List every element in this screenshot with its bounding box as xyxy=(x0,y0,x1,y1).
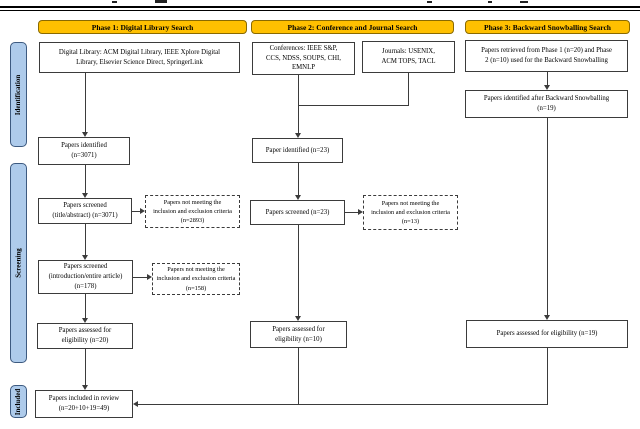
excluded-intro-article-box: Papers not meeting the inclusion and exc… xyxy=(152,263,240,295)
papers-identified-after-snowballing-box: Papers identified after Backward Snowbal… xyxy=(465,90,628,118)
connector-line xyxy=(85,165,86,194)
papers-eligibility-box-phase2: Papers assessed for eligibility (n=10) xyxy=(250,321,347,348)
arrowhead-down xyxy=(294,316,301,321)
connector-line xyxy=(408,73,409,106)
cropped-caption-fragment xyxy=(488,1,492,3)
papers-screened-box-phase2: Papers screened (n=23) xyxy=(250,200,345,225)
arrowhead-right xyxy=(140,207,145,214)
connector-line xyxy=(547,348,548,405)
phase1-header-label: Phase 1: Digital Library Search xyxy=(91,22,194,32)
papers-screened-intro-article-box: Papers screened (introduction/entire art… xyxy=(38,260,133,294)
cropped-caption-fragment xyxy=(112,1,117,3)
stage-identification-label: Identification xyxy=(14,74,23,115)
phase3-header: Phase 3: Backward Snowballing Search xyxy=(465,20,630,34)
arrowhead-down xyxy=(294,133,301,138)
cropped-caption-fragment xyxy=(155,0,167,3)
excluded-box-phase2: Papers not meeting the inclusion and exc… xyxy=(363,195,458,230)
arrowhead-down xyxy=(543,85,550,90)
connector-line xyxy=(547,118,548,316)
connector-line xyxy=(298,75,299,105)
arrowhead-down xyxy=(81,255,88,260)
arrowhead-down xyxy=(543,315,550,320)
connector-line xyxy=(298,163,299,196)
stage-screening: Screening xyxy=(10,163,27,363)
paper-identified-box-phase2: Paper identified (n=23) xyxy=(252,138,343,163)
papers-identified-box-phase1: Papers identified (n=3071) xyxy=(38,137,130,165)
papers-included-in-review-box: Papers included in review (n=20+10+19=49… xyxy=(35,390,133,418)
arrowhead-down xyxy=(81,193,88,198)
connector-line xyxy=(85,294,86,319)
arrowhead-down xyxy=(81,318,88,323)
connector-line xyxy=(85,224,86,256)
cropped-caption-fragment xyxy=(427,1,432,3)
conferences-sources-box: Conferences: IEEE S&P, CCS, NDSS, SOUPS,… xyxy=(252,42,355,75)
phase2-header-label: Phase 2: Conference and Journal Search xyxy=(287,22,418,32)
connector-line xyxy=(298,348,299,405)
papers-screened-title-abstract-box: Papers screened (title/abstract) (n=3071… xyxy=(38,198,132,224)
stage-screening-label: Screening xyxy=(14,248,23,278)
arrowhead-right xyxy=(358,208,363,215)
connector-line xyxy=(298,105,299,134)
top-rule-thick xyxy=(0,6,640,8)
phase1-header: Phase 1: Digital Library Search xyxy=(38,20,247,34)
cropped-caption-fragment xyxy=(520,1,528,3)
connector-line xyxy=(132,211,141,212)
phase3-header-label: Phase 3: Backward Snowballing Search xyxy=(484,22,611,32)
arrowhead-down xyxy=(81,132,88,137)
connector-line xyxy=(85,349,86,386)
connector-line xyxy=(345,212,359,213)
excluded-title-abstract-box: Papers not meeting the inclusion and exc… xyxy=(145,195,240,228)
stage-included: Included xyxy=(10,385,27,418)
papers-eligibility-box-phase3: Papers assessed for eligibility (n=19) xyxy=(466,320,628,348)
arrowhead-down xyxy=(294,195,301,200)
digital-library-sources-box: Digital Library: ACM Digital Library, IE… xyxy=(39,42,240,73)
connector-line xyxy=(298,225,299,318)
connector-line xyxy=(85,73,86,133)
papers-eligibility-box-phase1: Papers assessed for eligibility (n=20) xyxy=(37,323,133,349)
arrowhead-left xyxy=(133,400,138,407)
papers-retrieved-snowballing-box: Papers retrieved from Phase 1 (n=20) and… xyxy=(465,40,628,72)
arrowhead-down xyxy=(81,385,88,390)
stage-identification: Identification xyxy=(10,42,27,147)
connector-line xyxy=(298,105,409,106)
arrowhead-right xyxy=(147,273,152,280)
stage-included-label: Included xyxy=(14,388,23,415)
connector-line xyxy=(138,404,548,405)
connector-line xyxy=(133,277,148,278)
connector-line xyxy=(547,72,548,86)
phase2-header: Phase 2: Conference and Journal Search xyxy=(251,20,454,34)
journals-sources-box: Journals: USENIX, ACM TOPS, TACL xyxy=(362,41,455,73)
top-rule-thin xyxy=(0,10,640,11)
